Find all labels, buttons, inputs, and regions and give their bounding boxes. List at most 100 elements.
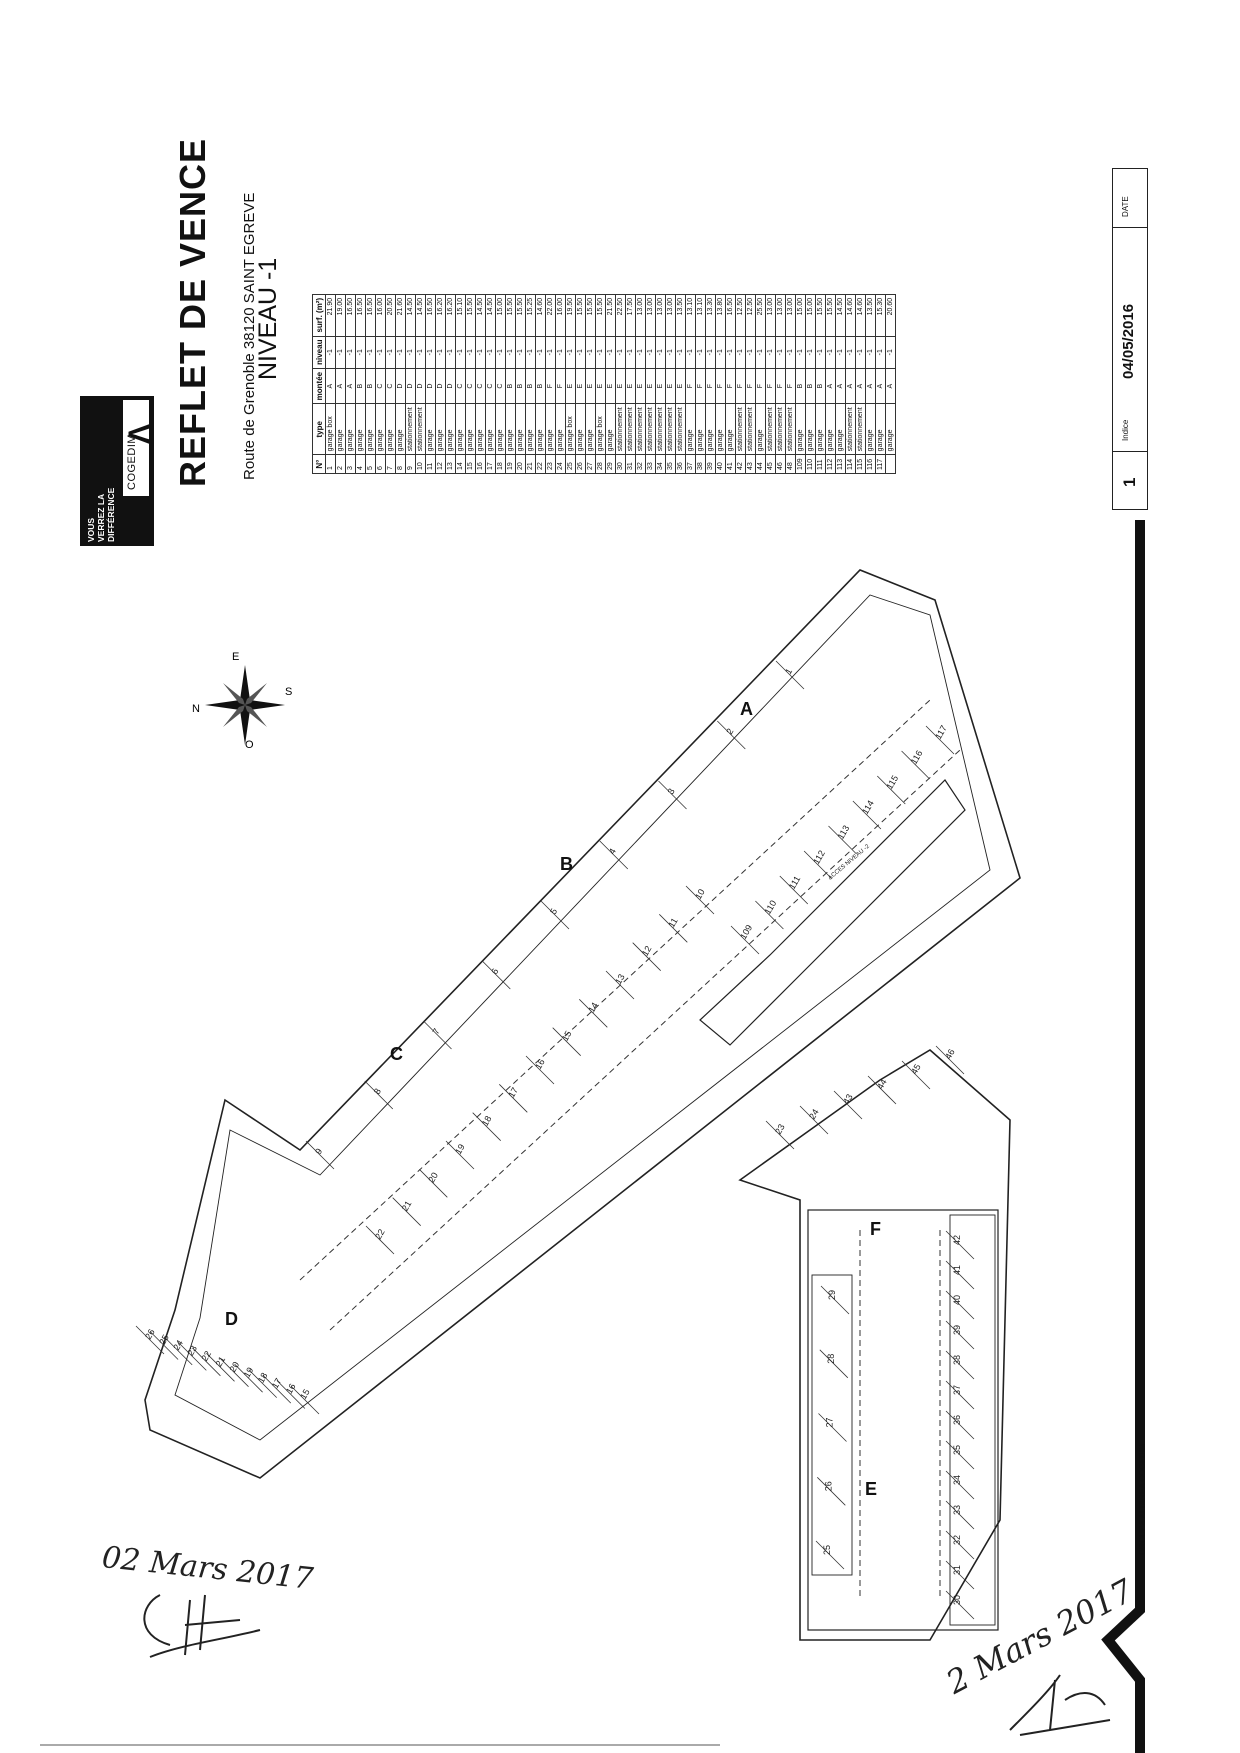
indice-value: 1 xyxy=(1120,477,1139,487)
space-number: 111 xyxy=(787,874,803,891)
space-divider xyxy=(658,780,687,810)
space-divider xyxy=(945,1590,975,1620)
space-number: 46 xyxy=(943,1047,957,1061)
space-number: 35 xyxy=(952,1445,962,1455)
space-divider xyxy=(819,1349,849,1379)
space-divider xyxy=(445,1140,475,1170)
space-number: 13 xyxy=(613,972,627,986)
space-divider xyxy=(392,1197,421,1226)
space-number: 31 xyxy=(952,1565,962,1575)
space-divider xyxy=(220,1358,249,1387)
space-number: 37 xyxy=(952,1385,962,1395)
space-number: 26 xyxy=(143,1327,157,1341)
space-divider xyxy=(945,1350,975,1380)
space-number: 19 xyxy=(242,1366,256,1380)
space-divider xyxy=(935,1045,965,1075)
space-number: 5 xyxy=(548,907,559,916)
space-number: 18 xyxy=(256,1371,270,1385)
space-divider xyxy=(820,1285,850,1315)
space-divider xyxy=(945,1260,975,1290)
date-label: DATE xyxy=(1121,196,1130,217)
space-divider xyxy=(817,1477,846,1506)
space-number: 21 xyxy=(400,1199,414,1213)
space-divider xyxy=(579,999,608,1028)
space-number: 114 xyxy=(860,799,876,816)
space-divider xyxy=(364,1080,394,1110)
space-divider xyxy=(779,875,809,905)
space-number: 16 xyxy=(284,1382,298,1396)
space-divider xyxy=(192,1347,221,1377)
compass-n: N xyxy=(192,703,200,715)
space-divisions xyxy=(135,660,975,1620)
compass-e: E xyxy=(232,651,239,663)
space-divider xyxy=(803,850,833,880)
space-divider xyxy=(305,1140,335,1170)
space-number: 21 xyxy=(214,1355,228,1369)
space-divider xyxy=(419,1169,448,1198)
space-number: 27 xyxy=(825,1417,835,1427)
plan-border-line xyxy=(1101,520,1145,1753)
space-divider xyxy=(945,1500,975,1530)
space-number: 34 xyxy=(952,1475,962,1485)
space-number: 29 xyxy=(827,1290,837,1300)
space-number: 22 xyxy=(199,1349,213,1363)
space-number: 30 xyxy=(952,1595,962,1605)
space-divider xyxy=(945,1530,975,1560)
space-number: 15 xyxy=(298,1387,312,1401)
space-number: 17 xyxy=(270,1376,284,1390)
compass-o: O xyxy=(245,739,254,751)
space-divider xyxy=(423,1020,452,1050)
space-number: 14 xyxy=(586,1001,600,1015)
space-divider xyxy=(755,900,784,930)
signature-2 xyxy=(1009,1674,1111,1736)
space-number: 116 xyxy=(909,749,925,766)
space-divider xyxy=(945,1320,975,1350)
space-divider xyxy=(290,1385,320,1415)
space-number: 115 xyxy=(884,774,900,791)
space-number: 16 xyxy=(533,1057,547,1071)
space-divider xyxy=(799,1105,829,1135)
space-divider xyxy=(818,1413,847,1442)
space-number: 38 xyxy=(952,1355,962,1365)
second-wing-left-column xyxy=(811,1274,853,1576)
space-number: 2 xyxy=(724,727,735,736)
space-divider xyxy=(833,1090,863,1120)
space-divider xyxy=(775,660,805,690)
space-number: 32 xyxy=(952,1535,962,1545)
space-divider xyxy=(828,825,857,855)
space-divider xyxy=(730,925,760,955)
space-divider xyxy=(149,1331,179,1360)
signature-1 xyxy=(143,1594,261,1658)
cogedim-logo: Λ COGEDIM VOUS VERREZ LA DIFFÉRENCE xyxy=(80,396,154,546)
stair-c-label: C xyxy=(390,1044,403,1064)
space-divider xyxy=(945,1410,975,1440)
space-divider xyxy=(852,800,882,830)
space-number: 1 xyxy=(783,667,794,676)
space-number: 20 xyxy=(228,1360,242,1374)
space-number: 36 xyxy=(952,1415,962,1425)
stair-e-label: E xyxy=(865,1479,877,1499)
space-divider xyxy=(685,885,715,915)
space-divider xyxy=(540,900,570,930)
space-number: 45 xyxy=(909,1062,923,1076)
space-divider xyxy=(599,840,629,870)
space-number: 10 xyxy=(693,887,707,901)
main-wing-inner xyxy=(174,594,991,1441)
space-number: 23 xyxy=(185,1344,199,1358)
space-number: 113 xyxy=(836,824,852,841)
stair-f-label: F xyxy=(870,1219,881,1239)
space-divider xyxy=(945,1290,975,1320)
space-number: 3 xyxy=(666,787,677,796)
space-number: 18 xyxy=(480,1114,494,1128)
title-block: DATE 04/05/2016 Indice 1 xyxy=(1112,168,1148,510)
space-divider xyxy=(632,942,661,971)
space-divider xyxy=(178,1342,207,1371)
space-divider xyxy=(482,960,511,990)
space-divider xyxy=(472,1112,501,1141)
space-divider xyxy=(925,725,955,755)
company-name: GROUPE ALTAREA COGEDIM xyxy=(1138,1443,1147,1555)
space-divider xyxy=(206,1353,235,1382)
second-wing-outline xyxy=(738,1049,1011,1641)
space-divider xyxy=(552,1027,581,1056)
